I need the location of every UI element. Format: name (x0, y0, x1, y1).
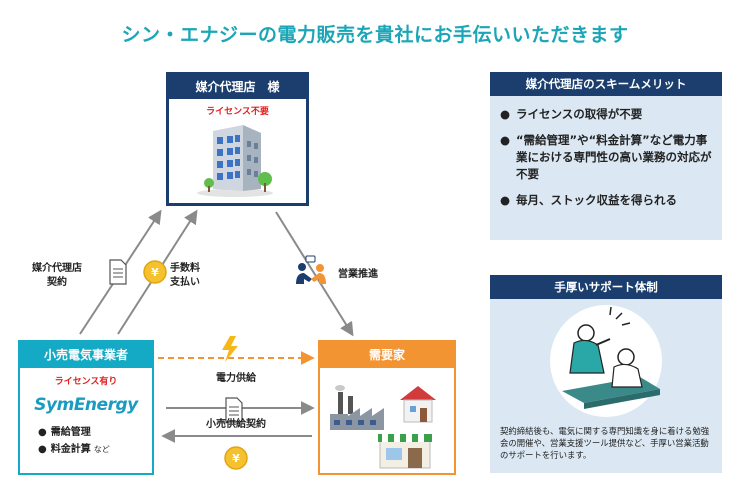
payment-yen-coin-icon: ¥ (224, 446, 248, 470)
svg-text:¥: ¥ (232, 452, 240, 465)
merit-list: ●ライセンスの取得が不要 ●“需給管理”や“料金計算”など電力事業における専門性… (500, 106, 714, 209)
retailer-task-list: ●需給管理 ●料金計算など (38, 423, 152, 455)
contract-document-icon (225, 397, 243, 423)
symenergy-logo: SymEnergy (34, 395, 138, 415)
agency-box: 媒介代理店 様 ライセンス不要 (166, 72, 309, 206)
retailer-box: 小売電気事業者 ライセンス有り SymEnergy ●需給管理 ●料金計算など (18, 340, 154, 475)
house-icon (400, 386, 436, 423)
shop-icon (378, 434, 432, 469)
contract-label: 媒介代理店 契約 (32, 263, 82, 288)
agency-license-badge: ライセンス不要 (206, 107, 269, 117)
office-building-icon (197, 125, 273, 197)
customer-title: 需要家 (320, 342, 454, 368)
document-icon (109, 259, 127, 285)
list-item: ●需給管理 (38, 427, 91, 438)
list-item: ●料金計算など (38, 444, 110, 455)
agency-title: 媒介代理店 様 (169, 75, 306, 99)
support-panel: 手厚いサポート体制 契約締結後も、電気に関する専門知識を身に着ける勉強会の開催や… (490, 275, 722, 473)
merit-panel: 媒介代理店のスキームメリット ●ライセンスの取得が不要 ●“需給管理”や“料金計… (490, 72, 722, 240)
sales-arrow (275, 211, 354, 337)
support-title: 手厚いサポート体制 (490, 275, 722, 299)
yen-coin-icon: ¥ (143, 260, 167, 284)
support-description: 契約締結後も、電気に関する専門知識を身に着ける勉強会の開催や、営業支援ツール提供… (500, 426, 710, 460)
merit-title: 媒介代理店のスキームメリット (490, 72, 722, 96)
page-title: シン・エナジーの電力販売を貴社にお手伝いいただきます (121, 24, 629, 46)
power-supply-label: 電力供給 (216, 373, 256, 384)
list-item: ●ライセンスの取得が不要 (500, 107, 643, 121)
fee-label: 手数料 支払い (170, 263, 200, 288)
sales-people-icon (296, 255, 326, 284)
customer-box: 需要家 (318, 340, 456, 475)
sales-label: 営業推進 (338, 269, 378, 280)
retailer-license-badge: ライセンス有り (54, 377, 118, 387)
supply-contract-label: 小売供給契約 (206, 419, 266, 430)
factory-house-shop-icon (330, 385, 436, 469)
factory-icon (330, 385, 384, 430)
list-item: ●“需給管理”や“料金計算”など電力事業における専門性の高い業務の対応が不要 (500, 133, 712, 181)
meeting-illustration (550, 305, 662, 417)
svg-text:¥: ¥ (151, 266, 159, 279)
list-item: ●毎月、ストック収益を得られる (500, 193, 677, 207)
lightning-icon (222, 336, 238, 362)
retailer-title: 小売電気事業者 (20, 342, 152, 368)
